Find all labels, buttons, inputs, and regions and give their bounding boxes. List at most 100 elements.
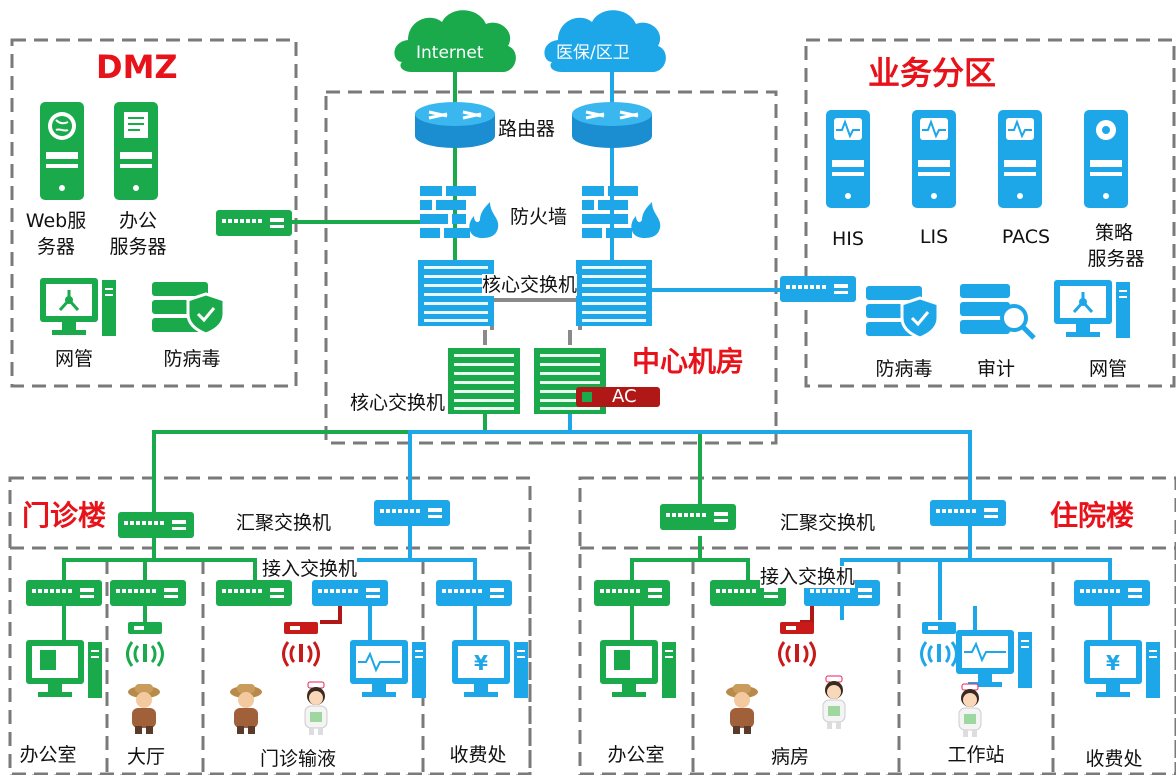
dmz-switch-icon bbox=[216, 210, 292, 236]
dmz-zone-box bbox=[10, 38, 298, 388]
inpatient-workstation-ap-icon bbox=[920, 620, 958, 668]
internet-cloud-label: Internet bbox=[416, 43, 484, 63]
outpatient-infusion-ap-icon bbox=[282, 620, 320, 668]
link-green-out-access bbox=[62, 536, 257, 580]
outpatient-infusion-nurse-icon bbox=[304, 681, 328, 736]
dmz-nms-label: 网管 bbox=[54, 348, 94, 370]
dmz-antivirus-label: 防病毒 bbox=[163, 348, 221, 370]
policy-server-label-line2: 服务器 bbox=[1087, 248, 1145, 270]
outpatient-agg-switch-green-icon bbox=[118, 512, 194, 538]
link-green-core bbox=[152, 410, 487, 512]
firewall-label: 防火墙 bbox=[510, 206, 568, 228]
business-antivirus-label: 防病毒 bbox=[875, 358, 933, 380]
link-green-out-drops bbox=[62, 606, 147, 640]
outpatient-access-switch-infusion-blue-icon bbox=[312, 580, 388, 606]
web-server-icon bbox=[40, 102, 84, 200]
web-server-label-line2: 务器 bbox=[36, 236, 76, 258]
policy-server-icon bbox=[1084, 110, 1128, 208]
medical-cloud-label: 医保/区卫 bbox=[556, 43, 630, 63]
inpatient-ward-label: 病房 bbox=[770, 746, 810, 768]
outpatient-office-pc-icon bbox=[26, 640, 102, 698]
office-server-label-line1: 办公 bbox=[118, 210, 158, 232]
inpatient-ward-elder-icon bbox=[726, 684, 758, 734]
business-zone-title: 业务分区 bbox=[868, 54, 997, 92]
outpatient-access-switch-office-icon bbox=[26, 580, 102, 606]
outpatient-access-label: 接入交换机 bbox=[262, 558, 358, 580]
audit-icon bbox=[960, 284, 1036, 340]
inpatient-access-switch-office-icon bbox=[594, 580, 670, 606]
dmz-zone-title: DMZ bbox=[96, 48, 178, 86]
business-switch-icon bbox=[780, 276, 856, 302]
dmz-nms-icon bbox=[40, 278, 116, 336]
outpatient-hall-ap-icon bbox=[126, 620, 164, 668]
inpatient-access-label: 接入交换机 bbox=[760, 566, 856, 588]
policy-server-label-line1: 策略 bbox=[1094, 222, 1134, 244]
link-blue-in-access bbox=[840, 524, 1112, 620]
office-server-label-line2: 服务器 bbox=[109, 236, 167, 258]
inpatient-access-box bbox=[578, 546, 1176, 775]
outpatient-access-switch-cashier-icon bbox=[436, 580, 512, 606]
lis-label: LIS bbox=[919, 226, 949, 248]
svg-text:¥: ¥ bbox=[474, 651, 488, 675]
inpatient-ward-ap-icon bbox=[778, 620, 816, 668]
inpatient-access-switch-cashier-icon bbox=[1074, 580, 1150, 606]
business-nms-icon bbox=[1054, 280, 1130, 338]
link-red-in bbox=[800, 606, 814, 624]
outpatient-access-switch-hall-icon bbox=[110, 580, 186, 606]
outpatient-cashier-label: 收费处 bbox=[449, 744, 507, 766]
business-antivirus-icon bbox=[864, 284, 940, 340]
svg-text:¥: ¥ bbox=[1106, 651, 1120, 675]
router-left-icon bbox=[413, 100, 497, 150]
pacs-label: PACS bbox=[1001, 226, 1051, 248]
outpatient-hall-label: 大厅 bbox=[126, 746, 166, 768]
firewall-right-icon bbox=[582, 186, 661, 238]
his-label: HIS bbox=[832, 228, 864, 250]
ac-controller-icon bbox=[576, 387, 660, 407]
inpatient-workstation-pc-icon bbox=[956, 630, 1032, 688]
ac-label: AC bbox=[612, 386, 637, 407]
inpatient-cashier-label: 收费处 bbox=[1085, 748, 1143, 770]
firewall-left-icon bbox=[420, 186, 499, 238]
core-room-zone-title: 中心机房 bbox=[632, 345, 745, 378]
link-blue-inpatient bbox=[570, 430, 972, 500]
inpatient-office-pc-icon bbox=[600, 640, 676, 698]
inpatient-office-label: 办公室 bbox=[607, 744, 665, 766]
core-switch-bottom-left-icon bbox=[448, 348, 520, 414]
inpatient-cashier-pc-icon: ¥ bbox=[1084, 640, 1160, 698]
inpatient-zone-title: 住院楼 bbox=[1050, 499, 1135, 532]
business-nms-label: 网管 bbox=[1088, 358, 1128, 380]
outpatient-infusion-pc-icon bbox=[350, 640, 426, 698]
dmz-antivirus-icon bbox=[150, 280, 226, 336]
inpatient-ward-doctor-icon bbox=[822, 675, 846, 730]
medical-insurance-cloud bbox=[544, 10, 666, 72]
link-blue-out-access bbox=[348, 524, 477, 580]
web-server-label-line1: Web服 bbox=[25, 210, 87, 232]
link-gray-core bbox=[483, 298, 582, 345]
outpatient-office-label: 办公室 bbox=[19, 744, 77, 766]
core-room-zone-box bbox=[324, 90, 778, 445]
inpatient-aggregation-label: 汇聚交换机 bbox=[780, 512, 876, 534]
outpatient-cashier-pc-icon: ¥ bbox=[452, 640, 528, 698]
internet-cloud bbox=[394, 10, 516, 72]
inpatient-agg-switch-blue-icon bbox=[930, 500, 1006, 526]
inpatient-agg-switch-green-icon bbox=[660, 504, 736, 530]
link-green-in-access bbox=[630, 536, 750, 580]
his-server-icon bbox=[826, 110, 870, 208]
link-blue-core bbox=[408, 410, 572, 500]
outpatient-hall-elder-icon bbox=[128, 684, 160, 734]
lis-server-icon bbox=[912, 110, 956, 208]
core-switch-top-right-icon bbox=[576, 260, 652, 326]
inpatient-workstation-label: 工作站 bbox=[947, 744, 1005, 766]
inpatient-workstation-nurse-icon bbox=[958, 683, 982, 738]
pacs-server-icon bbox=[998, 110, 1042, 208]
core-switch-bottom-label: 核心交换机 bbox=[350, 392, 446, 414]
outpatient-infusion-label: 门诊输液 bbox=[259, 748, 337, 770]
core-switch-top-label: 核心交换机 bbox=[482, 274, 578, 296]
outpatient-infusion-elder-icon bbox=[230, 684, 262, 734]
audit-label: 审计 bbox=[976, 358, 1016, 380]
office-server-icon bbox=[114, 102, 158, 200]
router-label: 路由器 bbox=[498, 118, 556, 140]
outpatient-aggregation-label: 汇聚交换机 bbox=[236, 512, 332, 534]
outpatient-access-switch-infusion-green-icon bbox=[216, 580, 292, 606]
